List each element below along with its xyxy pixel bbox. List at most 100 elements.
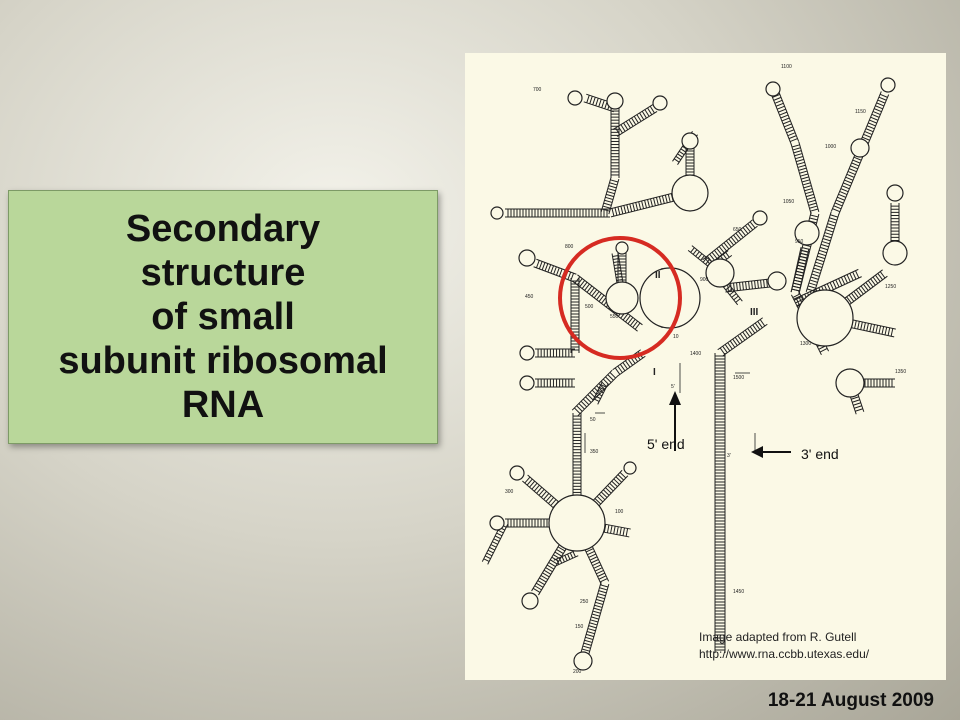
base-pair — [774, 99, 783, 104]
base-pair — [533, 484, 540, 492]
base-pair — [677, 153, 683, 158]
base-pair — [602, 205, 611, 209]
base-pair — [581, 281, 588, 289]
base-pair — [826, 226, 835, 230]
base-pair — [550, 499, 557, 506]
base-pair — [587, 394, 594, 401]
five-prime-arrowhead — [669, 391, 681, 405]
base-pair — [737, 230, 744, 238]
base-pair — [601, 100, 605, 108]
base-pair — [576, 405, 583, 412]
base-pair — [596, 596, 605, 600]
base-pair — [709, 253, 716, 261]
base-pair — [793, 296, 802, 301]
base-pair — [809, 279, 818, 283]
base-pair — [810, 208, 819, 212]
base-pair — [587, 550, 595, 556]
base-pair — [682, 145, 688, 151]
base-pair — [818, 249, 827, 254]
position-label: 500 — [585, 304, 594, 310]
base-pair — [798, 255, 808, 259]
base-pair — [680, 148, 687, 153]
base-pair — [733, 295, 739, 301]
base-pair — [613, 526, 616, 535]
base-pair — [742, 227, 749, 235]
loop — [567, 90, 583, 106]
base-pair — [554, 551, 563, 557]
base-pair — [730, 236, 737, 244]
base-pair — [794, 273, 804, 277]
base-pair — [592, 561, 600, 567]
base-pair — [830, 214, 839, 218]
title-line-2: structure — [140, 252, 306, 294]
base-pair — [626, 204, 630, 213]
base-pair — [650, 198, 653, 207]
base-pair — [808, 202, 817, 206]
base-pair — [664, 194, 668, 203]
base-pair — [807, 285, 816, 289]
position-label: 250 — [580, 599, 589, 605]
base-pair — [624, 360, 631, 368]
base-pair — [702, 257, 708, 263]
base-pair — [852, 399, 860, 403]
base-pair — [815, 261, 824, 266]
base-pair — [632, 203, 636, 212]
loop — [880, 77, 896, 93]
base-pair — [722, 345, 728, 353]
base-pair — [739, 282, 741, 291]
base-pair — [772, 93, 781, 98]
base-pair — [829, 217, 838, 221]
base-pair — [877, 273, 884, 281]
base-pair — [611, 480, 618, 488]
base-pair — [532, 587, 541, 593]
base-pair — [860, 285, 867, 293]
base-pair — [594, 498, 602, 505]
base-pair — [579, 280, 586, 288]
base-pair — [595, 98, 599, 106]
base-pair — [603, 202, 612, 206]
base-pair — [599, 587, 608, 591]
base-pair — [636, 114, 642, 122]
base-pair — [607, 485, 614, 492]
base-pair — [808, 282, 817, 286]
base-pair — [598, 493, 606, 501]
base-pair — [588, 625, 597, 629]
base-pair — [794, 153, 803, 157]
base-pair — [599, 386, 606, 391]
loop — [886, 184, 904, 202]
base-pair — [716, 248, 723, 256]
base-pair — [593, 564, 602, 569]
base-pair — [828, 220, 837, 224]
stem-strand — [612, 349, 641, 371]
position-label: 650 — [733, 227, 742, 233]
loop — [519, 345, 535, 361]
base-pair — [737, 335, 743, 343]
base-pair — [719, 347, 726, 355]
stem-strand — [813, 214, 840, 295]
base-pair — [581, 648, 590, 652]
base-pair — [615, 127, 621, 135]
base-pair — [727, 288, 733, 293]
position-label: 700 — [533, 87, 542, 93]
base-pair — [652, 197, 656, 206]
base-pair — [589, 622, 598, 626]
base-pair — [810, 214, 819, 218]
base-pair — [610, 525, 613, 534]
base-pair — [546, 564, 555, 570]
base-pair — [589, 287, 595, 295]
base-pair — [744, 329, 751, 337]
base-pair — [848, 294, 855, 302]
base-pair — [796, 161, 805, 165]
base-pair — [845, 176, 854, 181]
base-pair — [809, 205, 818, 209]
position-label: 1250 — [885, 284, 896, 290]
base-pair — [800, 249, 809, 253]
base-pair — [590, 619, 599, 623]
base-pair — [725, 240, 732, 248]
base-pair — [759, 319, 766, 327]
base-pair — [578, 403, 585, 410]
base-pair — [617, 206, 621, 215]
base-pair — [598, 575, 607, 580]
stem-strand — [830, 151, 857, 212]
stem-strand — [724, 278, 770, 285]
